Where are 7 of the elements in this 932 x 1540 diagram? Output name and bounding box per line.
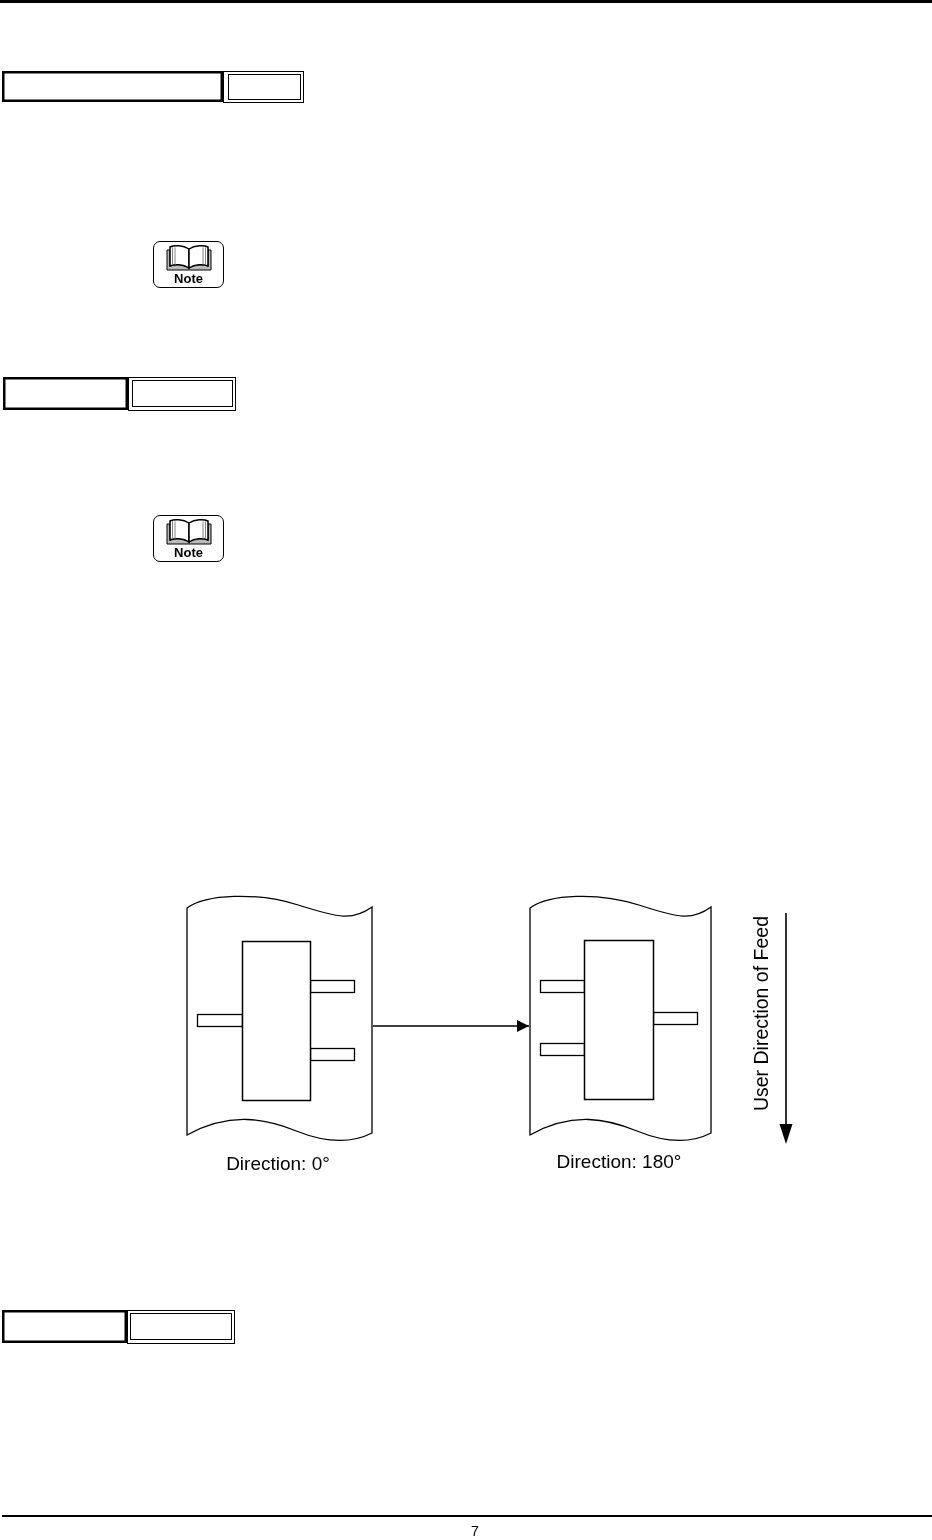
arrow [372,1020,530,1032]
note-label: Note [174,272,203,285]
feed-direction-label: User Direction of Feed [750,916,772,1112]
node-label: Direction: 180° [556,1152,682,1173]
page-number: 7 [471,1524,479,1538]
node-label: Direction: 0° [226,1154,330,1175]
note-label: Note [174,546,203,559]
